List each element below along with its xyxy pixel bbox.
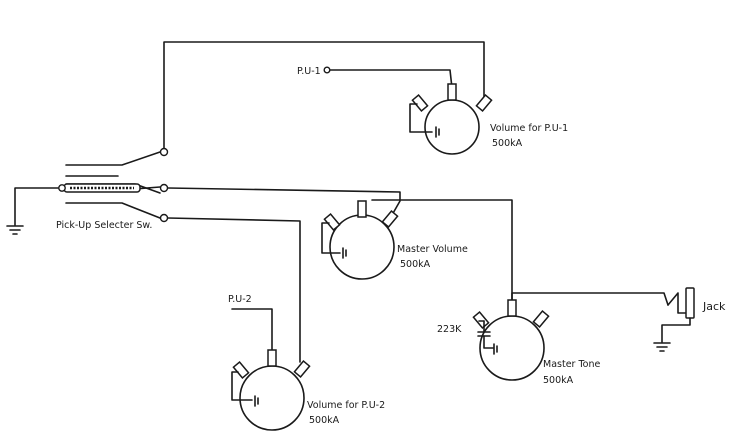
volume-pu2-value: 500kA (309, 415, 340, 426)
master-volume-name: Master Volume (397, 244, 468, 255)
master-volume-value: 500kA (400, 259, 431, 270)
volume-pu2-name: Volume for P.U-2 (307, 400, 385, 411)
ground-icon (6, 225, 24, 235)
volume-pu1-value: 500kA (492, 138, 523, 149)
pu1-label: P.U-1 (297, 66, 321, 77)
pu1-terminal (323, 66, 331, 74)
jack-label: Jack (702, 300, 726, 313)
master-tone-value: 500kA (543, 375, 574, 386)
wires (163, 41, 669, 363)
volume-pu2-pot (231, 349, 311, 431)
switch-terminal-common (159, 183, 169, 193)
switch-terminal-bottom (159, 213, 169, 223)
ground-icon (653, 342, 671, 352)
selector-label: Pick-Up Selecter Sw. (56, 220, 152, 231)
pickup-selector-switch (6, 147, 169, 235)
switch-terminal-top (159, 147, 169, 157)
volume-pu1-name: Volume for P.U-1 (490, 123, 568, 134)
volume-pu1-pot (409, 83, 493, 155)
pu2-label: P.U-2 (228, 294, 252, 305)
capacitor-value: 223K (437, 324, 462, 335)
master-tone-pot (472, 299, 550, 381)
labels: P.U-1 Volume for P.U-1 500kA Master Volu… (56, 66, 726, 426)
tone-capacitor (477, 320, 494, 349)
master-tone-name: Master Tone (543, 359, 600, 370)
master-volume-pot (321, 200, 399, 280)
output-jack (653, 287, 695, 352)
